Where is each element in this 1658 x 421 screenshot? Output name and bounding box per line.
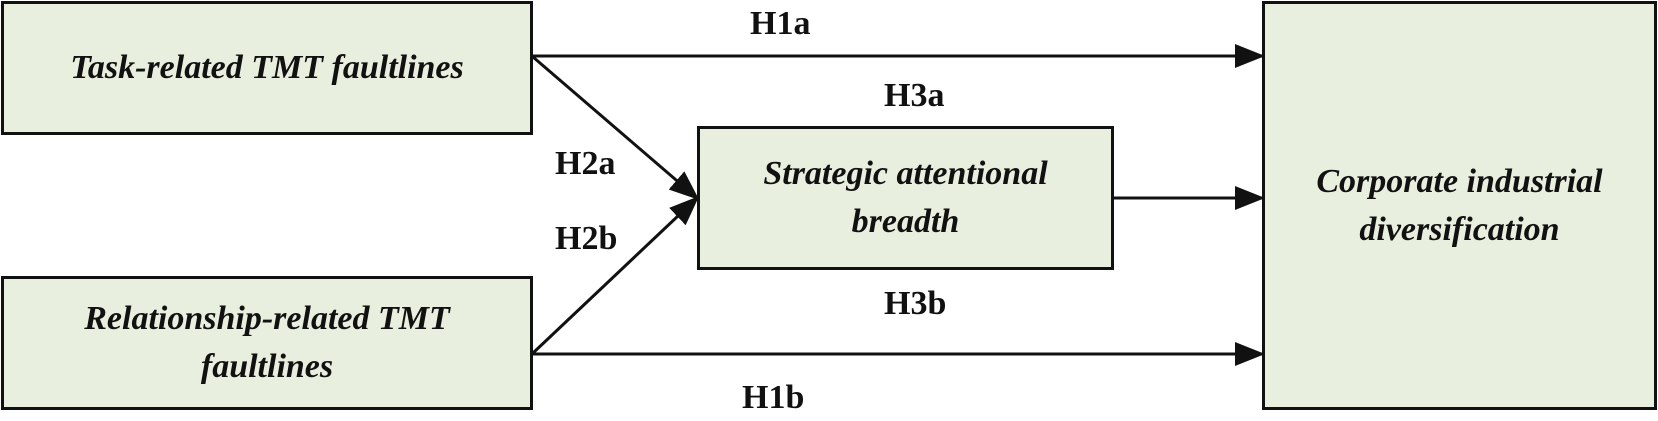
hypothesis-label-h3b: H3b: [884, 285, 947, 322]
strategic-attentional-breadth-label: Strategic attentional breadth: [763, 155, 1048, 240]
hypothesis-label-h2a: H2a: [555, 145, 616, 182]
relationship-related-faultlines-box: Relationship-related TMT faultlines: [1, 276, 533, 410]
task-related-faultlines-box: Task-related TMT faultlines: [1, 1, 533, 135]
strategic-attentional-breadth-box: Strategic attentional breadth: [697, 126, 1114, 270]
relationship-related-faultlines-label: Relationship-related TMT faultlines: [84, 300, 450, 385]
hypothesis-label-h2b: H2b: [555, 220, 618, 257]
hypothesis-label-h1b: H1b: [742, 379, 805, 416]
task-related-faultlines-label: Task-related TMT faultlines: [70, 49, 464, 86]
hypothesis-label-h1a: H1a: [750, 5, 811, 42]
arrow-h2a: [532, 55, 700, 200]
arrow-h2b: [531, 195, 700, 355]
corporate-industrial-diversification-box: Corporate industrial diversification: [1262, 1, 1657, 410]
hypothesis-label-h3a: H3a: [884, 77, 945, 114]
corporate-industrial-diversification-label: Corporate industrial diversification: [1316, 162, 1603, 248]
